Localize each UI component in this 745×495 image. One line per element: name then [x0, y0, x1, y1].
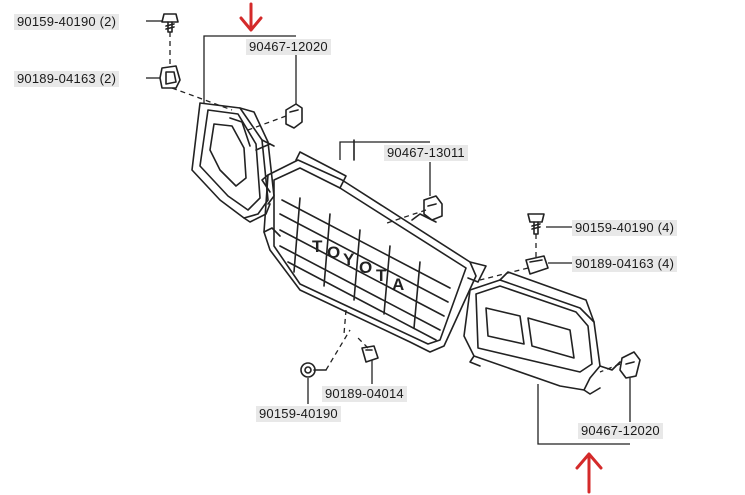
part-label: 90467-12020 — [246, 39, 331, 55]
right-headlamp-bracket — [463, 271, 621, 395]
grille-emblem: T O Y O T A — [312, 237, 404, 294]
part-quantity: (2) — [99, 71, 117, 86]
part-label: 90159-40190 (2) — [14, 14, 120, 30]
leader-line — [203, 35, 296, 104]
ref-line-dashed — [343, 309, 347, 335]
ref-line-dashed — [479, 267, 529, 281]
part-label: 90189-04014 — [322, 386, 407, 402]
part-label: 90159-40190 — [256, 406, 341, 422]
ref-line-dashed — [247, 115, 287, 131]
clip-left-bracket — [285, 103, 303, 129]
part-label: 90467-13011 — [384, 145, 468, 161]
nut-top-left — [159, 65, 181, 89]
part-label: 90159-40190 (4) — [572, 220, 678, 236]
part-quantity: (2) — [99, 14, 117, 29]
part-number: 90467-12020 — [249, 39, 328, 54]
part-number: 90159-40190 — [575, 220, 654, 235]
part-label: 90467-12020 — [578, 423, 663, 439]
part-number: 90159-40190 — [17, 14, 96, 29]
leader-line — [339, 141, 430, 160]
emblem-letter: O — [327, 243, 340, 262]
clip-center — [423, 195, 443, 221]
bolt-right — [527, 213, 545, 235]
leader-line — [537, 384, 630, 445]
part-label: 90189-04163 (4) — [572, 256, 678, 272]
emblem-letter: Y — [343, 250, 355, 269]
front-grille — [261, 139, 487, 353]
part-quantity: (4) — [657, 256, 675, 271]
ref-line-dashed — [383, 209, 427, 225]
part-number: 90189-04163 — [17, 71, 96, 86]
part-number: 90467-12020 — [581, 423, 660, 438]
nut-bottom-center — [361, 345, 379, 363]
clip-right-bracket — [619, 351, 641, 379]
red-arrow-up — [575, 452, 603, 494]
left-headlamp-bracket — [191, 102, 275, 223]
emblem-letter: A — [392, 275, 404, 294]
part-number: 90467-13011 — [387, 145, 465, 160]
red-arrow-down — [239, 2, 263, 32]
part-number: 90189-04163 — [575, 256, 654, 271]
emblem-letter: T — [376, 266, 387, 285]
bolt-top-left — [161, 13, 179, 33]
emblem-letter: T — [312, 237, 323, 256]
ref-line-dashed — [325, 329, 351, 371]
bolt-bottom-center — [300, 362, 327, 378]
ref-line-dashed — [355, 335, 369, 349]
part-label: 90189-04163 (2) — [14, 71, 120, 87]
part-quantity: (4) — [657, 220, 675, 235]
nut-right — [525, 255, 549, 275]
ref-line-dashed — [171, 87, 233, 111]
part-number: 90159-40190 — [259, 406, 338, 421]
ref-line-dashed — [599, 363, 621, 373]
part-number: 90189-04014 — [325, 386, 404, 401]
emblem-letter: O — [359, 258, 372, 277]
